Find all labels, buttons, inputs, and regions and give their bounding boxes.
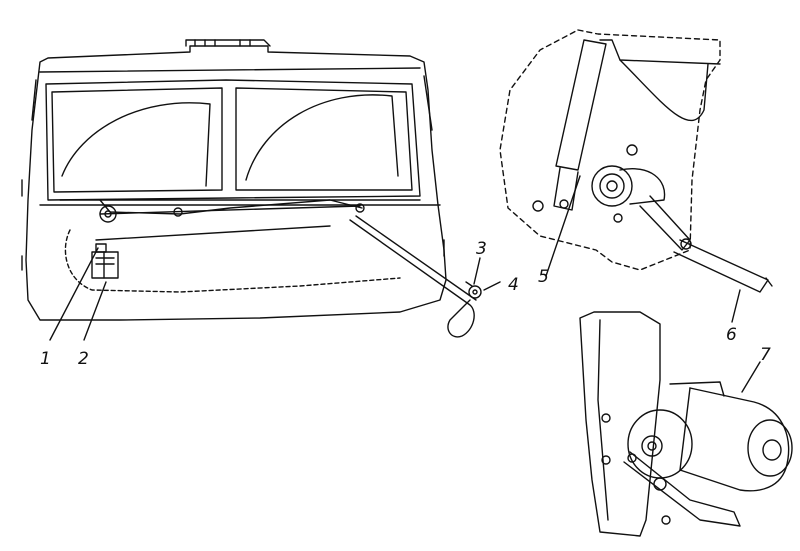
leader-1 <box>49 247 99 341</box>
roof-visor-ribs <box>194 39 251 47</box>
cab-front-view <box>21 39 482 338</box>
washer-tube-upper <box>95 225 331 241</box>
cab-side-edges <box>31 75 433 131</box>
leader-7 <box>741 361 761 393</box>
leader-5 <box>545 175 581 277</box>
pivot-housing-inner <box>599 173 625 199</box>
motor-top-bracket <box>669 381 725 397</box>
motor-bracket-inner <box>597 319 609 521</box>
panel-bolt <box>532 200 544 212</box>
bracket-hole-upper <box>601 413 611 423</box>
leader-2 <box>83 281 107 341</box>
side-marks <box>21 179 445 271</box>
arm-bolt <box>559 199 569 209</box>
nozzle-fitting-center <box>472 289 478 295</box>
crank-pin <box>680 238 692 250</box>
leader-lines-detail-bottom <box>741 361 761 393</box>
motor-end-cap <box>747 419 793 477</box>
pivot-body <box>619 168 666 205</box>
washer-hose-edge <box>355 215 477 301</box>
lower-body-contour <box>64 229 401 293</box>
mount-bolt <box>661 515 671 525</box>
crank-nut <box>627 453 637 463</box>
motor-bracket-panel <box>579 311 661 537</box>
washer-pump-detail <box>95 251 115 279</box>
detail-view-pivot <box>499 29 773 293</box>
roof-visor <box>185 39 271 47</box>
pivot-nut <box>613 213 623 223</box>
upper-edge <box>39 67 421 73</box>
left-wiper-pivot <box>99 205 117 223</box>
crank-arm <box>639 195 691 251</box>
wiper-arm-foot <box>553 167 579 211</box>
callout-2: 2 <box>78 349 89 369</box>
pivot-screw <box>626 144 638 156</box>
callout-5: 5 <box>538 267 549 287</box>
leader-6 <box>731 289 741 323</box>
linkage-bar-end <box>765 277 773 287</box>
gear-output-boss <box>641 435 663 457</box>
left-wiper-sweep <box>61 102 211 187</box>
washer-pump-box <box>91 251 119 279</box>
motor-end-boss <box>762 439 782 461</box>
leader-4 <box>483 281 501 291</box>
detail-bracket-line <box>619 59 709 122</box>
windshield-right-pane <box>235 87 413 191</box>
motor-flange <box>679 387 691 471</box>
leader-lines-detail-top <box>545 175 741 323</box>
washer-hose <box>349 219 475 338</box>
nozzle-tip <box>465 281 473 287</box>
windshield-left-pane <box>51 87 223 193</box>
wiper-linkage-rod-2 <box>99 205 361 215</box>
nozzle-fitting <box>468 285 482 299</box>
callout-7: 7 <box>760 345 771 365</box>
callout-3: 3 <box>476 239 487 259</box>
washer-pump-cap <box>95 243 107 253</box>
leader-3 <box>473 257 481 285</box>
detail-panel-outline <box>499 29 721 271</box>
detail-view-motor <box>579 311 793 537</box>
gear-output-shaft <box>647 441 657 451</box>
pivot-shaft <box>606 180 618 192</box>
callout-labels: 1 2 3 4 5 6 7 <box>40 239 771 369</box>
wiper-arm <box>555 39 607 171</box>
callout-4: 4 <box>508 275 519 295</box>
callout-6: 6 <box>726 325 737 345</box>
bracket-hole-lower <box>601 455 611 465</box>
callout-1: 1 <box>40 349 51 369</box>
crank-pin-lower <box>653 477 667 491</box>
center-pivot <box>173 207 183 217</box>
right-wiper-pivot <box>355 203 365 213</box>
pivot-housing <box>591 165 633 207</box>
gear-housing <box>627 409 693 479</box>
left-wiper-pivot-center <box>104 210 112 218</box>
linkage-bar <box>673 239 769 293</box>
output-crank <box>623 451 741 527</box>
right-wiper-sweep <box>245 94 399 181</box>
windshield-frame <box>45 79 421 201</box>
detail-panel-edge <box>599 39 721 65</box>
leader-lines-main <box>49 247 501 341</box>
